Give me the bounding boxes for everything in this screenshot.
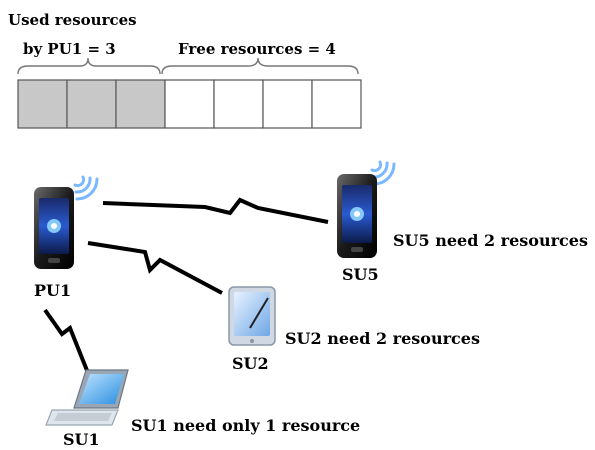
resource-blocks <box>17 79 362 129</box>
su5-device[interactable]: SU5 SU5 need 2 resources <box>337 160 588 284</box>
su1-note: SU1 need only 1 resource <box>131 416 360 435</box>
su5-note: SU5 need 2 resources <box>393 231 588 250</box>
tablet-icon <box>228 286 276 346</box>
used-resources-label-line1: Used resources <box>8 11 137 29</box>
su5-label: SU5 <box>342 265 379 284</box>
signal-waves-icon <box>73 175 99 201</box>
smartphone-icon <box>34 187 74 269</box>
laptop-icon <box>45 369 129 426</box>
used-resource-block <box>115 79 166 129</box>
su2-note: SU2 need 2 resources <box>285 329 480 348</box>
free-resource-block <box>164 79 215 129</box>
link-pu1-su5 <box>102 197 329 224</box>
smartphone-icon <box>337 174 377 258</box>
pu1-device[interactable]: PU1 <box>34 175 99 300</box>
su2-device[interactable]: SU2 SU2 need 2 resources <box>228 286 480 373</box>
link-pu1-su2 <box>87 241 223 295</box>
su1-label: SU1 <box>63 430 100 449</box>
link-pu1-su1 <box>43 308 90 374</box>
free-resource-block <box>262 79 313 129</box>
su1-device[interactable]: SU1 SU1 need only 1 resource <box>45 369 360 449</box>
free-resource-block <box>213 79 264 129</box>
su2-label: SU2 <box>232 354 269 373</box>
free-resources-brace <box>161 57 359 75</box>
used-resources-label-line2: by PU1 = 3 <box>23 40 116 58</box>
used-resource-block <box>17 79 68 129</box>
free-resources-label: Free resources = 4 <box>178 40 336 58</box>
used-resource-block <box>66 79 117 129</box>
pu1-label: PU1 <box>34 281 71 300</box>
used-resources-brace <box>17 57 161 75</box>
free-resource-block <box>311 79 362 129</box>
